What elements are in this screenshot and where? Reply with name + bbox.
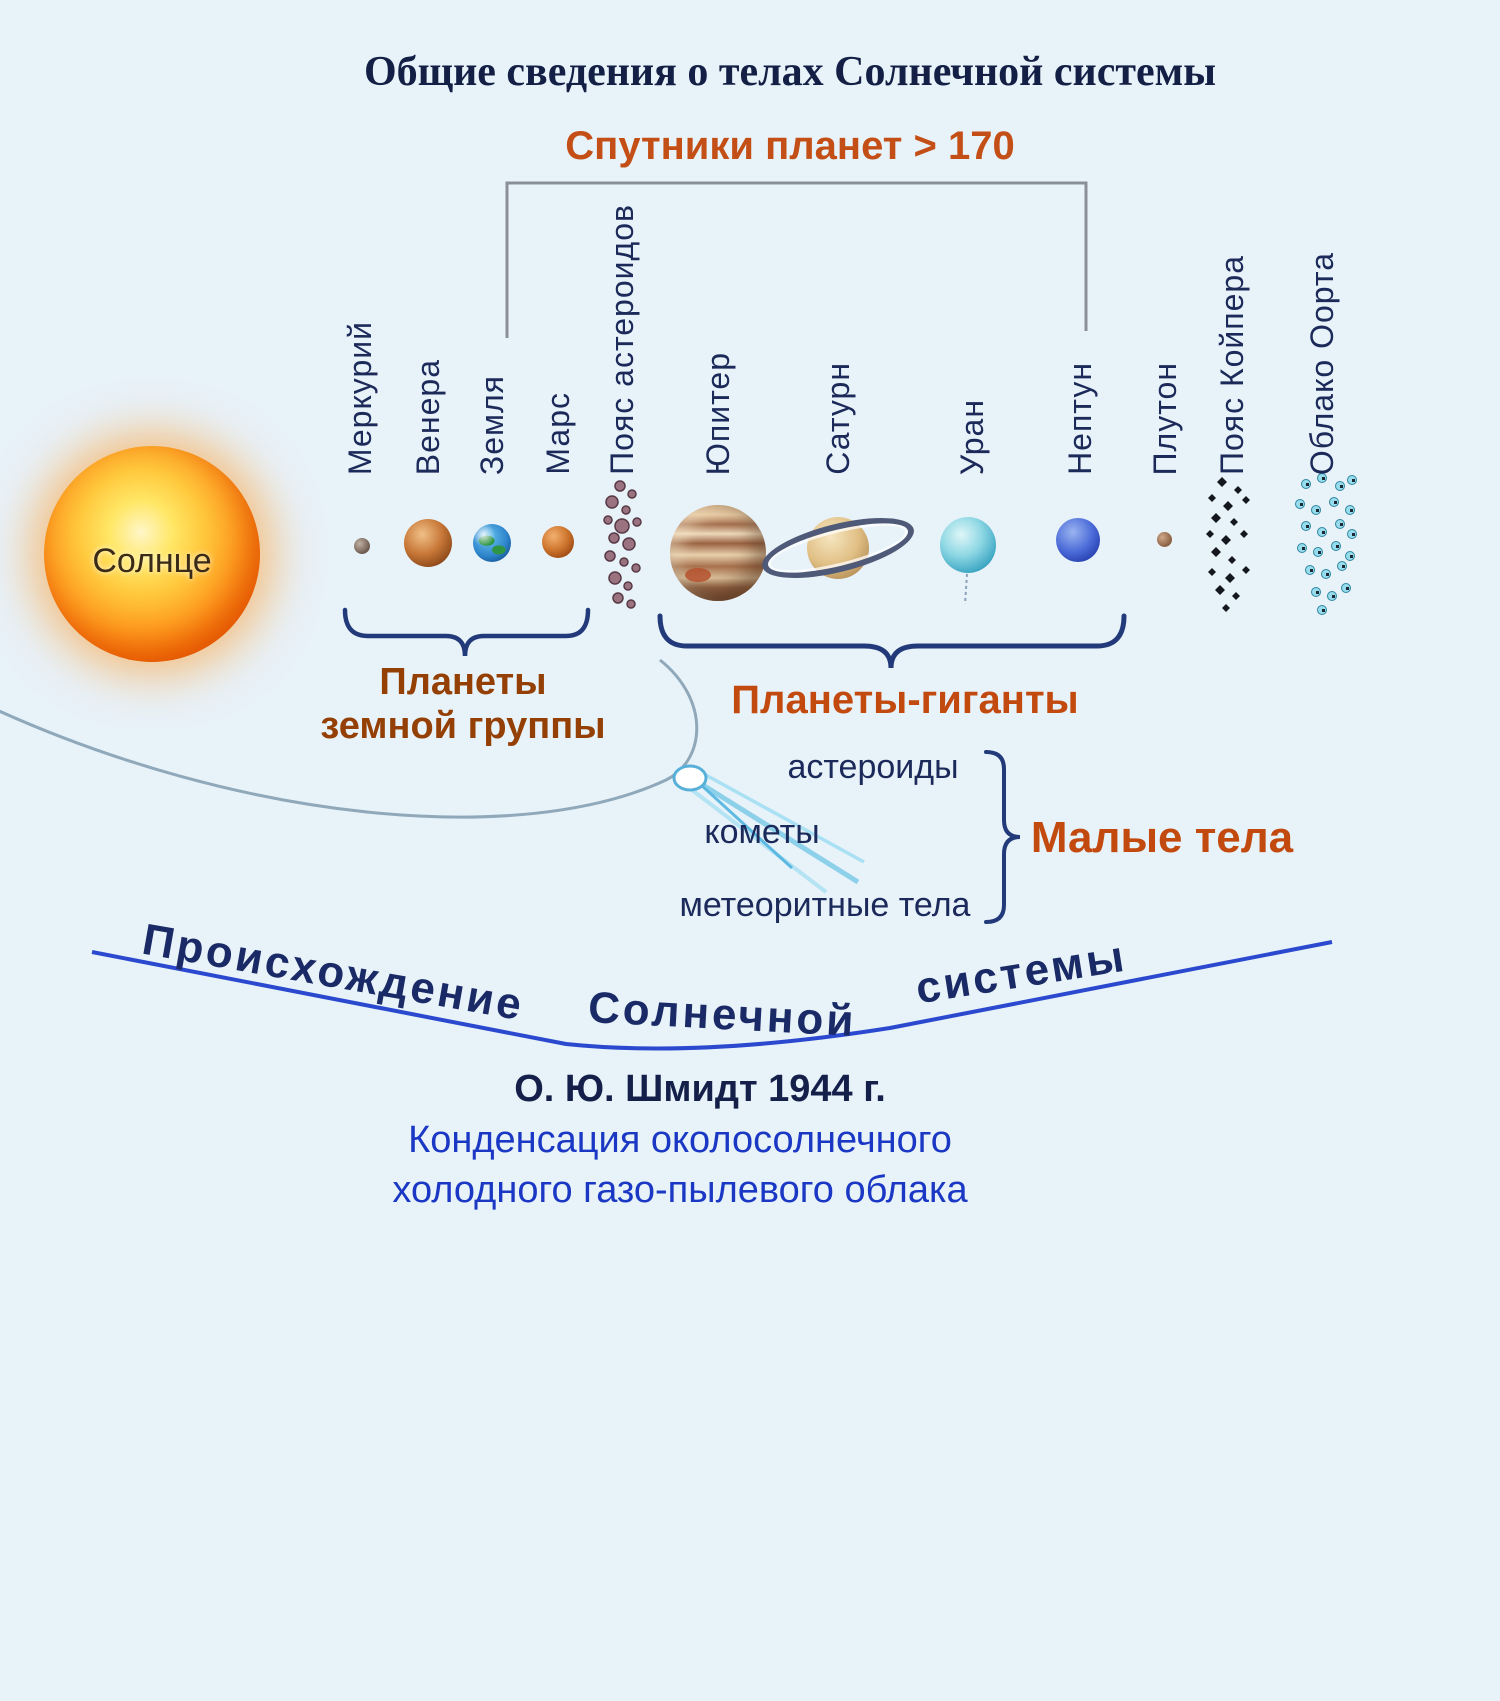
terrestrial-planets-caption: Планеты земной группы [313, 660, 613, 748]
planet-label-uranus: Уран [954, 398, 990, 475]
label-oort-cloud: Облако Оорта [1304, 251, 1340, 475]
earth-planet-image [473, 524, 511, 562]
kuiper-belt-dots [1206, 477, 1250, 612]
small-bodies-item-comets: кометы [704, 813, 820, 851]
mercury-planet-image [354, 538, 370, 554]
origin-theory-text: Конденсация околосолнечного холодного га… [300, 1115, 1060, 1215]
origin-word-1: Происхождение [138, 914, 529, 1031]
small-bodies-item-meteoroids: метеоритные тела [679, 886, 971, 924]
venus-planet-image [404, 519, 452, 567]
terrestrial-caption-line2: земной группы [320, 705, 606, 747]
sun-image: Солнце [44, 446, 260, 662]
giants-brace [657, 613, 1127, 669]
sun-label: Солнце [92, 542, 212, 580]
planet-label-jupiter: Юпитер [700, 351, 736, 475]
mars-planet-image [542, 526, 574, 558]
label-asteroid-belt: Пояс астероидов [604, 204, 640, 475]
origin-theory-line2: холодного газо-пылевого облака [392, 1169, 968, 1211]
saturn-planet-image [807, 517, 869, 579]
small-bodies-item-asteroids: астероиды [787, 748, 959, 786]
uranus-planet-image [940, 517, 996, 573]
neptune-planet-image [1056, 518, 1100, 562]
diagram-title: Общие сведения о телах Солнечной системы [363, 49, 1217, 95]
terrestrial-caption-line1: Планеты [379, 661, 547, 703]
satellites-count-label: Спутники планет > 170 [565, 124, 1015, 168]
planet-label-earth: Земля [474, 374, 510, 475]
planet-label-saturn: Сатурн [820, 362, 856, 475]
pluto-planet-image [1157, 532, 1172, 547]
planet-label-mars: Марс [540, 392, 576, 475]
oort-cloud-dots [1295, 473, 1357, 615]
planet-label-mercury: Меркурий [342, 320, 378, 475]
planet-label-pluto: Плутон [1147, 361, 1183, 475]
terrestrial-brace [342, 607, 591, 657]
small-bodies-caption: Малые тела [1030, 813, 1294, 862]
asteroid-belt-dots [603, 480, 642, 609]
uranus-ring-line [964, 573, 968, 605]
label-kuiper-belt: Пояс Койпера [1214, 254, 1250, 475]
planet-label-neptune: Нептун [1062, 362, 1098, 475]
origin-word-2: Солнечной [586, 983, 858, 1046]
satellites-bracket [505, 181, 1088, 338]
origin-author: О. Ю. Шмидт 1944 г. [514, 1068, 886, 1110]
origin-theory-line1: Конденсация околосолнечного [408, 1119, 952, 1161]
jupiter-planet-image [670, 505, 766, 601]
origin-word-3: системы [912, 931, 1131, 1014]
giant-planets-caption: Планеты-гиганты [731, 678, 1079, 722]
planet-label-venus: Венера [410, 358, 446, 475]
